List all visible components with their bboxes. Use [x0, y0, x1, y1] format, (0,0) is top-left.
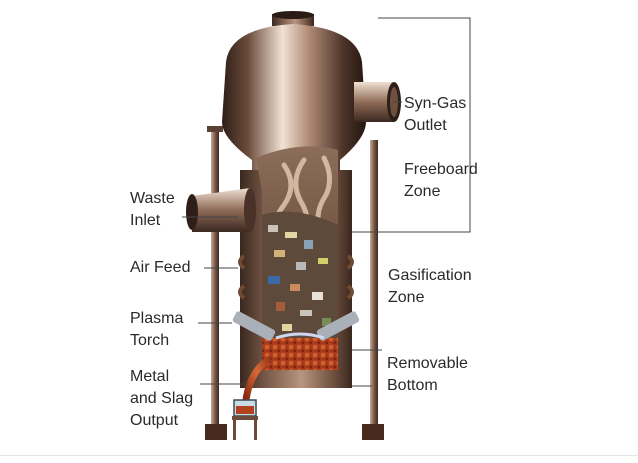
label-line: Zone: [404, 183, 441, 200]
label-line: Outlet: [404, 117, 447, 134]
label-line: Zone: [388, 289, 425, 306]
bottom-divider: [0, 455, 638, 456]
top-nozzle: [272, 11, 314, 26]
label-line: and Slag: [130, 390, 194, 407]
slag-bed: [262, 338, 338, 370]
waste-inlet-pipe: [186, 188, 256, 232]
label-line: Plasma: [130, 310, 184, 327]
label-freeboard-zone: Freeboard Zone: [404, 159, 478, 203]
label-line: Bottom: [387, 377, 438, 394]
plasma-torches: [232, 311, 360, 341]
label-line: Syn-Gas: [404, 95, 467, 112]
label-line: Metal: [130, 368, 170, 385]
label-line: Removable: [387, 355, 468, 372]
label-removable-bottom: Removable Bottom: [387, 353, 468, 397]
label-air-feed: Air Feed: [130, 257, 190, 279]
label-line: Inlet: [130, 212, 161, 229]
leader-lines: [182, 17, 471, 387]
label-syngas-outlet: Syn-Gas Outlet: [404, 93, 466, 137]
slag-output: [232, 356, 272, 440]
label-line: Gasification: [388, 267, 472, 284]
label-gasification-zone: Gasification Zone: [388, 265, 472, 309]
label-line: Air Feed: [130, 259, 191, 276]
label-plasma-torch: Plasma Torch: [130, 308, 183, 352]
label-line: Torch: [130, 332, 170, 349]
label-metal-slag-output: Metal and Slag Output: [130, 366, 193, 432]
label-waste-inlet: Waste Inlet: [130, 188, 175, 232]
label-line: Waste: [130, 190, 175, 207]
waste-pile: [262, 211, 338, 345]
label-line: Freeboard: [404, 161, 478, 178]
air-feed-nozzles: [238, 254, 354, 300]
syngas-outlet-pipe: [354, 82, 401, 122]
label-line: Output: [130, 412, 179, 429]
support-legs: [205, 126, 384, 440]
